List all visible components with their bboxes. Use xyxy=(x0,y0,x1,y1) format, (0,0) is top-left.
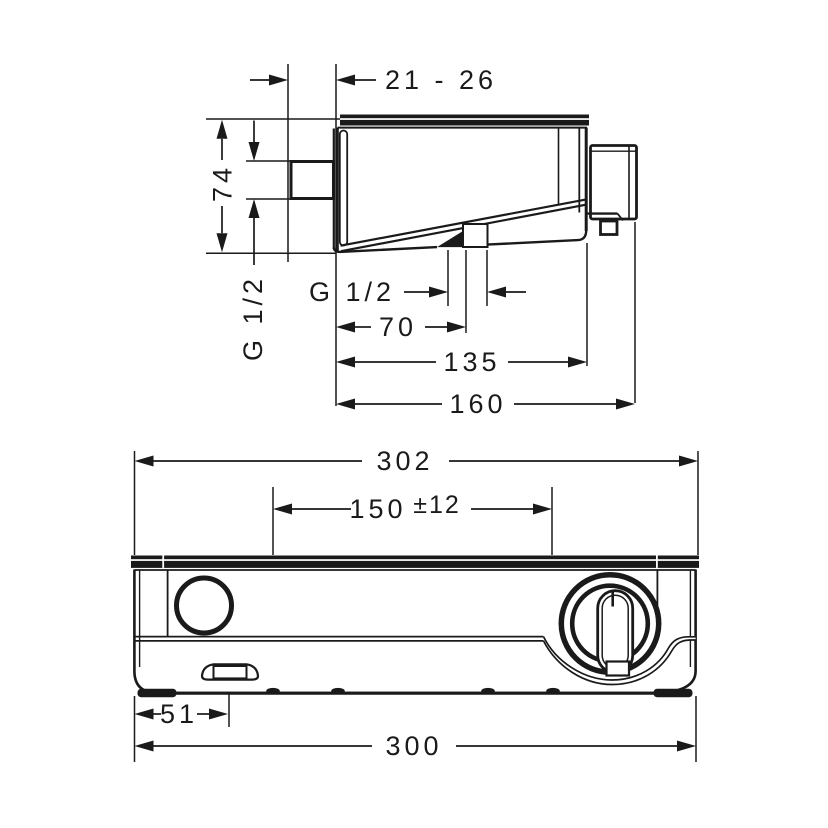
dim-body-depth-label: 135 xyxy=(443,347,500,377)
front-dimension-lines xyxy=(153,460,679,747)
wall-flange xyxy=(338,129,349,247)
hose-outlet xyxy=(200,663,260,681)
select-button xyxy=(174,575,234,636)
feet xyxy=(137,688,693,698)
side-shelf-bar xyxy=(340,114,589,126)
outlet-spout-shadow xyxy=(437,231,463,248)
dim-total-depth-label: 160 xyxy=(449,389,506,419)
inlet-block xyxy=(289,160,335,200)
knob-cradle xyxy=(542,635,696,686)
side-view-drawing: 21 - 26 74 G 1/2 G 1/2 70 135 160 xyxy=(206,64,638,419)
knob-hook xyxy=(599,219,619,236)
dim-outlet-thread-label: G 1/2 xyxy=(309,277,395,307)
dim-outlet-offset-label: 70 xyxy=(379,312,417,342)
side-dimension-lines xyxy=(221,79,616,405)
dim-connection-tolerance-label: ±12 xyxy=(413,491,461,519)
dim-inlet-thread-label: G 1/2 xyxy=(238,275,268,361)
side-arrowheads xyxy=(216,74,635,410)
dim-wall-clearance-label: 21 - 26 xyxy=(385,65,497,95)
sloped-front-edge xyxy=(340,198,586,247)
side-view-body xyxy=(332,114,589,254)
dim-shelf-width-label: 302 xyxy=(376,446,433,476)
outlet-spout xyxy=(462,223,489,248)
dim-outlet-offset-front-label: 51 xyxy=(160,699,198,729)
front-arrowheads xyxy=(134,455,698,752)
side-extension-lines xyxy=(206,64,636,406)
front-extension-lines xyxy=(133,451,699,762)
dim-body-width-label: 300 xyxy=(385,731,442,761)
thermostat-knob xyxy=(542,572,696,686)
front-shelf-bar xyxy=(131,555,699,568)
front-view-drawing: 302 150 ±12 51 300 xyxy=(131,446,699,762)
knob-stem xyxy=(605,660,631,677)
side-view-knob xyxy=(587,144,638,236)
dim-height-label: 74 xyxy=(208,164,238,202)
dim-connection-spacing-label: 150 xyxy=(349,494,406,524)
